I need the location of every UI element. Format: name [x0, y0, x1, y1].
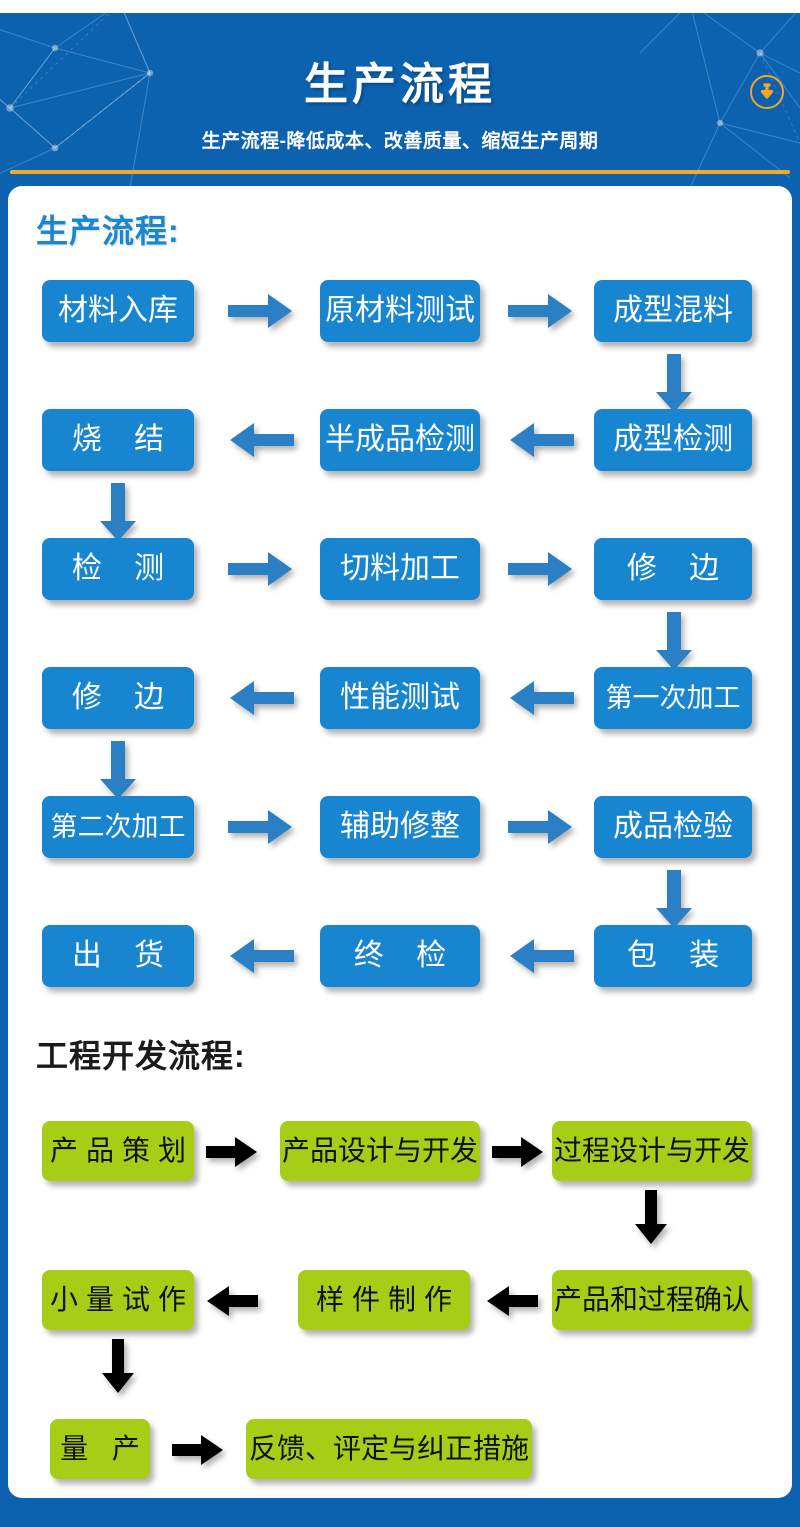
arrow-left: [226, 935, 296, 977]
arrow-down: [97, 481, 139, 543]
arrow-left: [506, 677, 576, 719]
arrow-right: [204, 1134, 260, 1170]
node-label: 样件制作: [315, 1284, 460, 1315]
node-sample-production[interactable]: 样件制作: [298, 1270, 470, 1330]
node-label: 成型混料: [613, 294, 733, 327]
node-label: 切料加工: [340, 552, 460, 585]
page-title: 生产流程: [304, 60, 496, 109]
arrow-left: [506, 419, 576, 461]
arrow-down: [99, 1337, 137, 1395]
arrow-right: [506, 548, 576, 590]
header-divider-rule: [10, 170, 790, 174]
arrow-right: [226, 548, 296, 590]
node-second-machining[interactable]: 第二次加工: [42, 796, 194, 858]
node-label: 产品和过程确认: [553, 1284, 750, 1315]
node-material-inbound[interactable]: 材料入库: [42, 280, 194, 342]
node-label: 半成品检测: [325, 423, 475, 456]
node-label: 成型检测: [613, 423, 733, 456]
node-first-machining[interactable]: 第一次加工: [594, 667, 752, 729]
arrow-right: [226, 290, 296, 332]
section-title-production: 生产流程:: [36, 213, 180, 249]
arrow-down: [653, 610, 695, 672]
node-label: 第一次加工: [605, 682, 741, 713]
node-label: 材料入库: [58, 294, 178, 327]
node-shipment[interactable]: 出 货: [42, 925, 194, 987]
node-label: 包 装: [626, 939, 732, 972]
node-label: 产品策划: [50, 1135, 195, 1166]
node-forming-mix[interactable]: 成型混料: [594, 280, 752, 342]
header-banner: 生产流程 生产流程-降低成本、改善质量、缩短生产周期: [0, 13, 800, 188]
node-final-inspection[interactable]: 终 检: [320, 925, 480, 987]
arrow-left: [226, 419, 296, 461]
node-label: 烧 结: [71, 423, 177, 456]
arrow-down: [632, 1188, 670, 1246]
node-label: 性能测试: [340, 681, 460, 714]
node-label: 量 产: [60, 1433, 148, 1464]
node-product-process-validation[interactable]: 产品和过程确认: [552, 1270, 752, 1330]
node-label: 出 货: [71, 939, 177, 972]
node-sintering[interactable]: 烧 结: [42, 409, 194, 471]
node-trimming-2[interactable]: 修 边: [42, 667, 194, 729]
node-label: 第二次加工: [50, 811, 186, 842]
node-label: 小量试作: [50, 1284, 195, 1315]
arrow-left: [484, 1283, 540, 1319]
node-product-design-development[interactable]: 产品设计与开发: [280, 1121, 480, 1181]
node-forming-inspection[interactable]: 成型检测: [594, 409, 752, 471]
node-small-batch-trial[interactable]: 小量试作: [42, 1270, 194, 1330]
arrow-down: [653, 868, 695, 930]
content-card: 生产流程: 材料入库 原材料测试 成型混料 烧 结 半成品检测: [8, 186, 792, 1498]
arrow-left: [226, 677, 296, 719]
node-label: 过程设计与开发: [553, 1135, 750, 1166]
node-auxiliary-finishing[interactable]: 辅助修整: [320, 796, 480, 858]
node-label: 成品检验: [613, 810, 733, 843]
node-raw-material-test[interactable]: 原材料测试: [320, 280, 480, 342]
node-label: 修 边: [626, 552, 732, 585]
node-trimming-1[interactable]: 修 边: [594, 538, 752, 600]
node-product-planning[interactable]: 产品策划: [42, 1121, 194, 1181]
arrow-left: [506, 935, 576, 977]
node-mass-production[interactable]: 量 产: [50, 1419, 150, 1479]
node-label: 反馈、评定与纠正措施: [248, 1433, 529, 1464]
arrow-left: [204, 1283, 260, 1319]
arrow-right: [490, 1134, 546, 1170]
node-packaging[interactable]: 包 装: [594, 925, 752, 987]
node-semi-finished-inspection[interactable]: 半成品检测: [320, 409, 480, 471]
arrow-right: [170, 1432, 226, 1468]
arrow-right: [506, 806, 576, 848]
arrow-down: [653, 352, 695, 414]
node-label: 产品设计与开发: [281, 1135, 478, 1166]
arrow-right: [506, 290, 576, 332]
download-arrow-icon[interactable]: [750, 75, 784, 109]
page-subtitle: 生产流程-降低成本、改善质量、缩短生产周期: [201, 131, 599, 152]
arrow-down: [97, 739, 139, 801]
node-label: 辅助修整: [340, 810, 460, 843]
node-performance-test[interactable]: 性能测试: [320, 667, 480, 729]
node-label: 终 检: [353, 939, 459, 972]
node-finished-product-inspection[interactable]: 成品检验: [594, 796, 752, 858]
node-process-design-development[interactable]: 过程设计与开发: [552, 1121, 752, 1181]
node-label: 原材料测试: [325, 294, 475, 327]
node-cutting-processing[interactable]: 切料加工: [320, 538, 480, 600]
node-label: 检 测: [71, 552, 177, 585]
arrow-right: [226, 806, 296, 848]
section-title-engineering: 工程开发流程:: [36, 1038, 246, 1074]
node-feedback-assessment-corrective-actions[interactable]: 反馈、评定与纠正措施: [246, 1419, 532, 1479]
node-label: 修 边: [71, 681, 177, 714]
node-inspection[interactable]: 检 测: [42, 538, 194, 600]
